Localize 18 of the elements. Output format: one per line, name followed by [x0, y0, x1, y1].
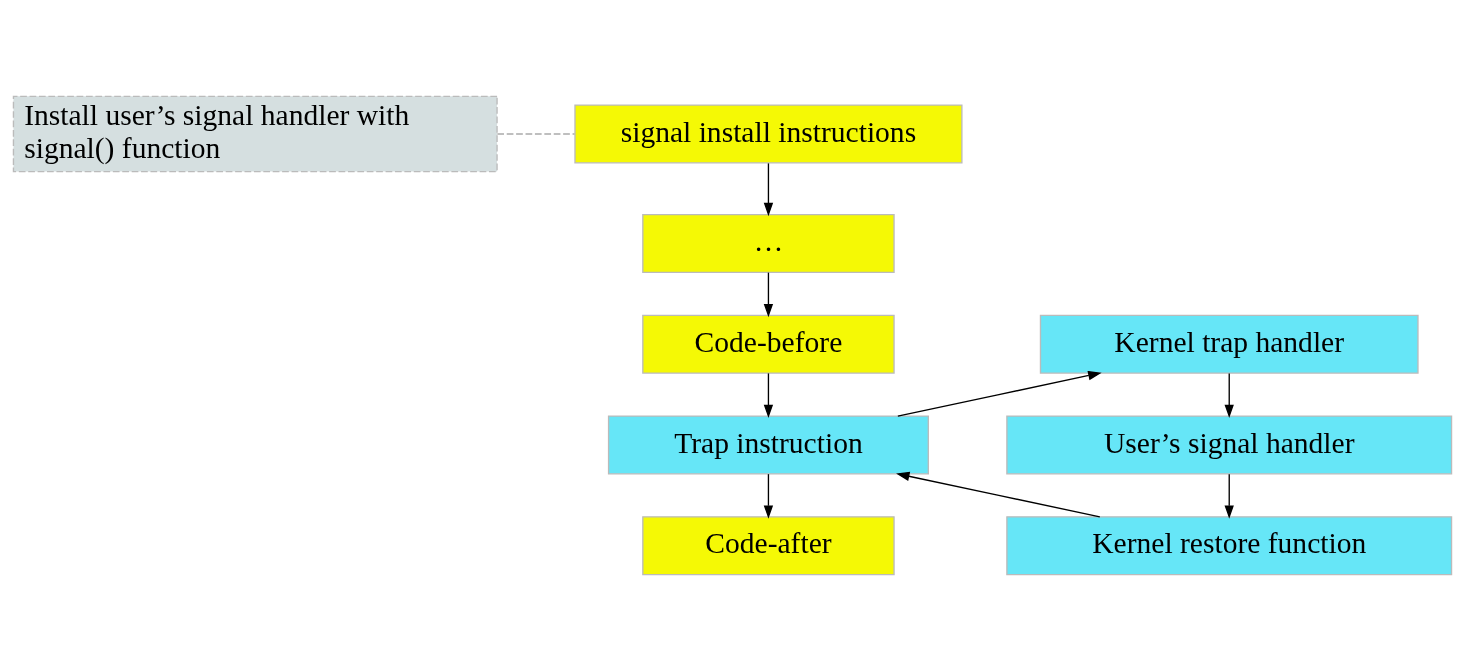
node-box: Install user’s signal handler with signal() function — [12, 95, 498, 172]
arrow — [1224, 372, 1234, 418]
node-box: Kernel trap handler — [1039, 314, 1419, 374]
node-box: Kernel restore function — [1006, 515, 1453, 575]
connector — [496, 132, 576, 135]
arrow — [763, 372, 774, 418]
node-box: User’s signal handler — [1006, 414, 1453, 475]
node-box: Code-before — [642, 314, 895, 374]
arrow — [897, 370, 1102, 417]
node-box: Trap instruction — [607, 414, 929, 475]
arrow — [763, 473, 774, 519]
node-box: Code-after — [642, 515, 895, 575]
arrow — [763, 162, 774, 216]
node-box: … — [642, 213, 895, 273]
arrow — [896, 471, 1101, 518]
arrow — [1224, 473, 1234, 519]
node-box: signal install instructions — [574, 103, 963, 164]
arrow — [763, 271, 774, 317]
